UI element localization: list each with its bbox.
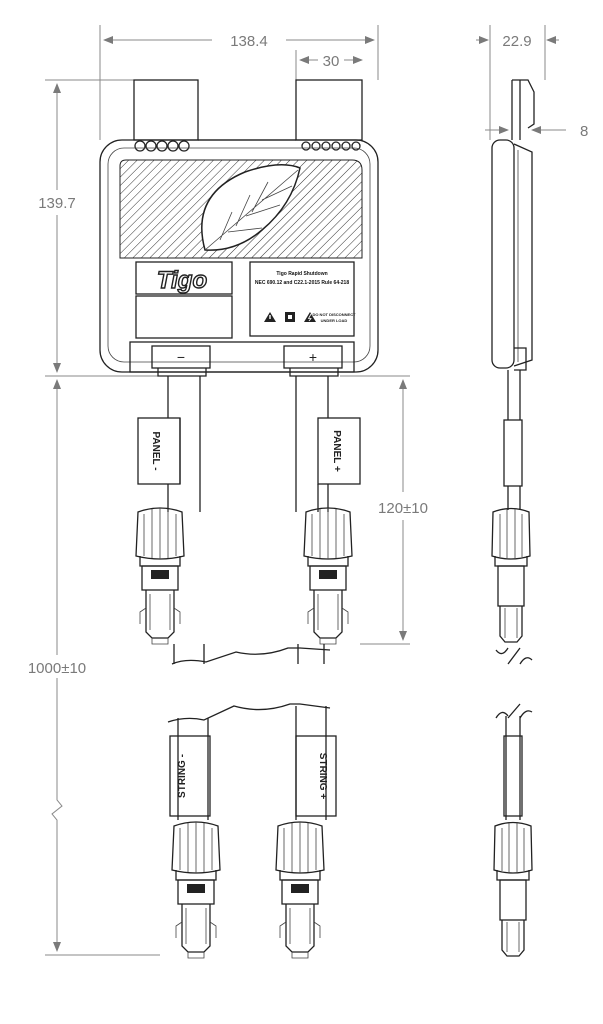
- depth-label: 22.9: [502, 33, 531, 50]
- side-view: [491, 79, 535, 957]
- blank-label-box: [135, 295, 233, 339]
- height-label: 139.7: [38, 195, 76, 212]
- rapid-shutdown-label: [249, 261, 355, 337]
- gap-dimension: 30: [295, 50, 363, 80]
- panel-minus-badge: BSD: [156, 573, 165, 578]
- tigo-logo: Tigo: [157, 267, 207, 294]
- square-icon: [285, 312, 295, 322]
- string-leads: STRING - BSD STRING + BSD: [167, 703, 337, 959]
- connector-length-label: 120±10: [378, 500, 428, 517]
- gap-label: 30: [323, 53, 340, 70]
- plus-terminal: [283, 345, 343, 369]
- left-mounting-tab: [133, 79, 199, 141]
- left-clip-holes: [134, 140, 190, 152]
- width-label: 138.4: [230, 33, 268, 50]
- label-title: Tigo Rapid Shutdown: [276, 271, 327, 277]
- lip-dimension: 8: [485, 123, 588, 140]
- label-standard: NEC 690.12 and C22.1-2015 Rule 64-218: [255, 280, 349, 286]
- string-minus-tag: [169, 735, 211, 817]
- upper-break-line: [171, 647, 331, 665]
- right-mounting-tab: [295, 79, 363, 141]
- side-tag-upper: [503, 419, 523, 487]
- minus-terminal: [151, 345, 211, 369]
- lead-length-dimension: 1000±10: [28, 379, 160, 956]
- warning-icon: [264, 312, 276, 322]
- lead-length-label: 1000±10: [28, 660, 86, 677]
- string-minus-badge: BSD: [192, 887, 201, 892]
- lip-label: 8: [580, 123, 588, 140]
- panel-plus-badge: BSD: [324, 573, 333, 578]
- terminal-strip: [129, 341, 355, 373]
- panel-plus-tag: [317, 417, 361, 485]
- side-tag-lower: [503, 735, 523, 817]
- width-dimension: 138.4: [99, 25, 379, 140]
- depth-dimension: 22.9: [476, 25, 559, 140]
- lower-break-line: [167, 703, 331, 723]
- panel-leads: PANEL - BSD PANEL + BSD: [135, 376, 361, 665]
- string-plus-tag: [295, 735, 337, 817]
- label-fine-1: DO NOT DISCONNECT: [312, 312, 356, 317]
- string-minus-label: STRING -: [177, 754, 188, 798]
- shock-warning-icon: [304, 312, 316, 322]
- minus-symbol: −: [177, 349, 185, 365]
- logo-box: [135, 261, 233, 295]
- string-plus-label: STRING +: [317, 753, 328, 800]
- string-plus-badge: BSD: [296, 887, 305, 892]
- front-view: Tigo Tigo Rapid Shutdown NEC 690.12 and …: [99, 79, 379, 377]
- right-clip-holes: [301, 141, 361, 151]
- plus-symbol: +: [309, 349, 317, 365]
- side-enclosure: [491, 139, 515, 369]
- label-fine-2: UNDER LOAD: [321, 318, 348, 323]
- leaf-emblem-icon: [201, 164, 301, 251]
- panel-plus-label: PANEL +: [331, 430, 342, 472]
- height-dimension: 139.7: [38, 79, 160, 377]
- panel-minus-label: PANEL -: [150, 431, 161, 470]
- connector-length-dimension: 120±10: [340, 375, 428, 645]
